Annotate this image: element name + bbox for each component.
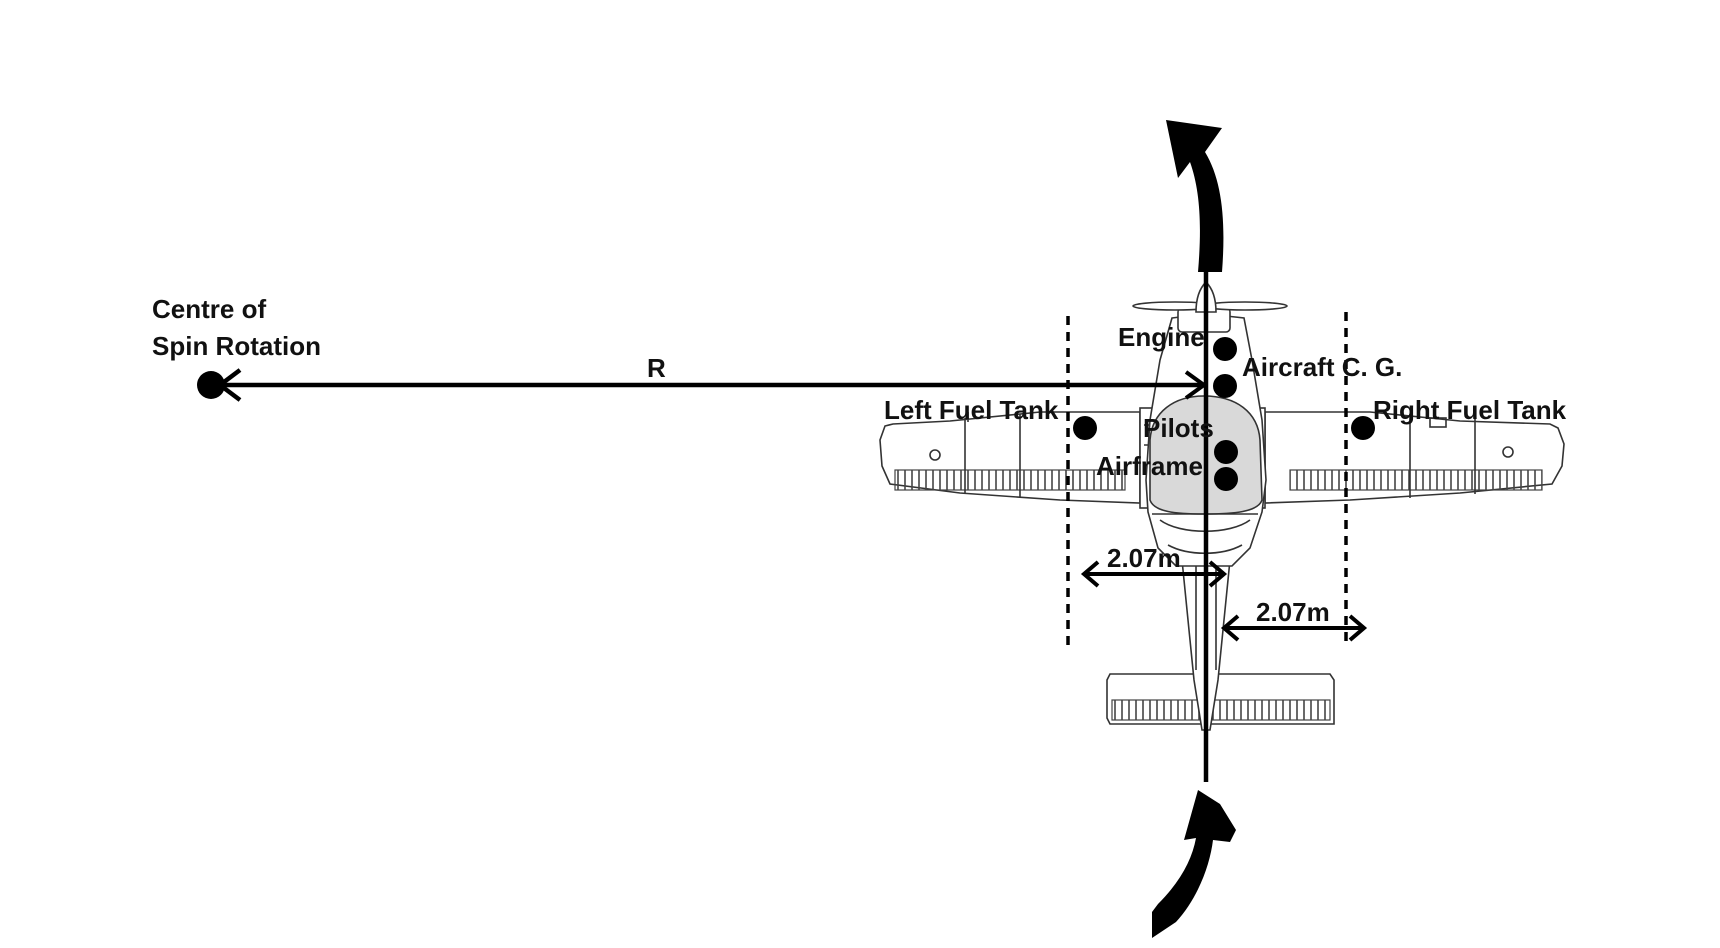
engine-label: Engine (1118, 322, 1205, 352)
dimension-left-label: 2.07m (1107, 543, 1181, 573)
radius-arrowhead-right (1184, 370, 1208, 400)
left-fuel-tank-label: Left Fuel Tank (884, 395, 1059, 425)
aircraft-cg-dot (1213, 374, 1237, 398)
airframe-dot (1214, 467, 1238, 491)
radius-label: R (647, 353, 666, 383)
centre-label-line2: Spin Rotation (152, 331, 321, 361)
airframe-label: Airframe (1096, 451, 1203, 481)
dimension-right-label: 2.07m (1256, 597, 1330, 627)
spin-centre-dot (197, 371, 225, 399)
dimension-left (1080, 560, 1228, 588)
pilots-dot (1214, 440, 1238, 464)
rotation-arrow-top (1166, 120, 1224, 272)
rotation-arrow-bottom (1152, 790, 1236, 938)
aircraft-cg-label: Aircraft C. G. (1242, 352, 1402, 382)
right-fuel-tank-label: Right Fuel Tank (1373, 395, 1567, 425)
pilots-label: Pilots (1143, 413, 1214, 443)
centre-label-line1: Centre of (152, 294, 266, 324)
engine-dot (1213, 337, 1237, 361)
left-aileron-hatch (894, 469, 1126, 491)
right-fuel-tank-dot (1351, 416, 1375, 440)
left-fuel-tank-dot (1073, 416, 1097, 440)
right-aileron-hatch (1289, 469, 1543, 491)
dimension-right (1220, 614, 1368, 642)
